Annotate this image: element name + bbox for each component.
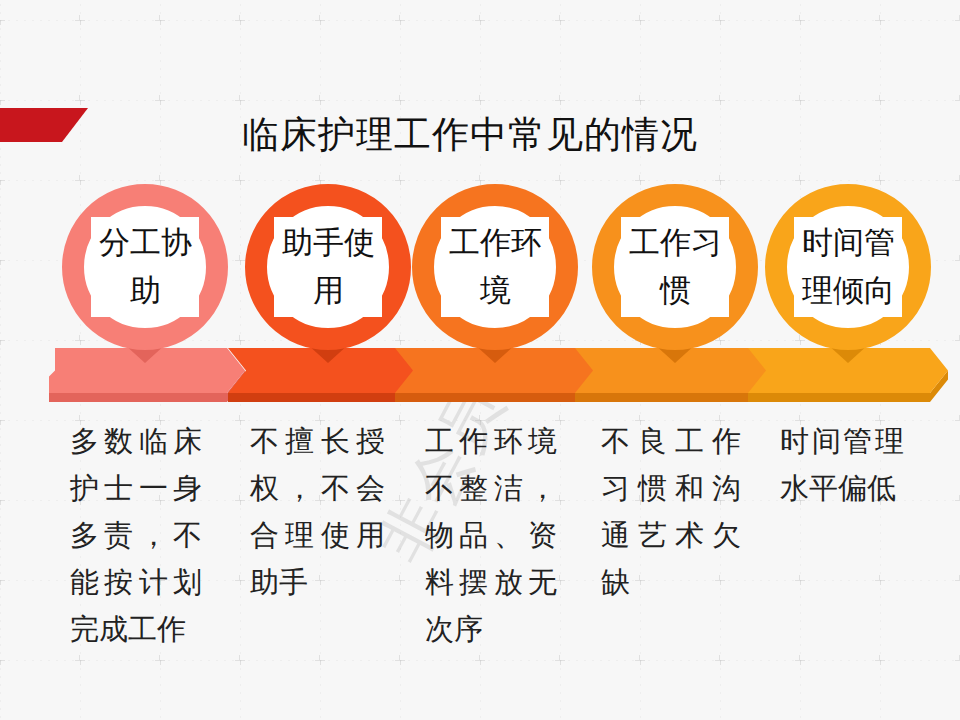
- pin-label: 工作习惯: [621, 217, 729, 317]
- pin-card: 时间管理倾向时间管理水平偏低: [748, 185, 948, 675]
- pin-label: 分工协助: [91, 217, 199, 317]
- pin-label: 工作环境: [441, 217, 549, 317]
- pin-card: 工作环境工作环境不整洁，物品、资料摆放无次序: [395, 185, 595, 675]
- description-text: 工作环境不整洁，物品、资料摆放无次序: [425, 418, 557, 653]
- title-accent-bar: [0, 108, 88, 142]
- pin-ring: [73, 195, 217, 339]
- pin-ring: [776, 195, 920, 339]
- pin-ring: [423, 195, 567, 339]
- description-text: 不擅长授权，不会合理使用助手: [250, 418, 385, 606]
- description-text: 时间管理水平偏低: [780, 418, 904, 512]
- description-text: 不良工作习惯和沟通艺术欠缺: [601, 418, 741, 606]
- pin-card: 分工协助多数临床护士一身多责，不能按计划完成工作: [45, 185, 245, 675]
- description-text: 多数临床护士一身多责，不能按计划完成工作: [70, 418, 202, 653]
- pin-label: 时间管理倾向: [794, 217, 902, 317]
- pin-label: 助手使用: [274, 217, 382, 317]
- pin-ring: [603, 195, 747, 339]
- pin-card: 助手使用不擅长授权，不会合理使用助手: [228, 185, 428, 675]
- pin-ring: [256, 195, 400, 339]
- diagram-title: 临床护理工作中常见的情况: [0, 110, 940, 160]
- pin-card: 工作习惯不良工作习惯和沟通艺术欠缺: [575, 185, 775, 675]
